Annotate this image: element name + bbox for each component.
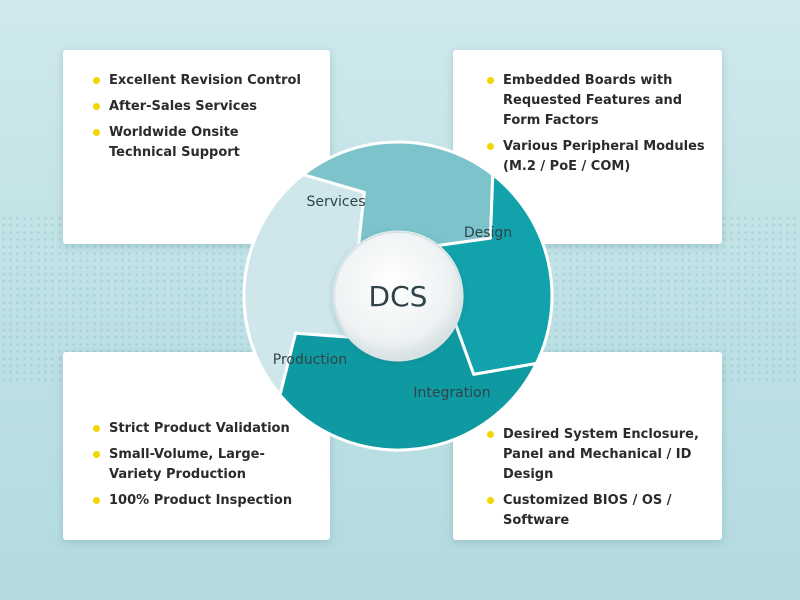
- bullet-dot-icon: [93, 425, 100, 432]
- segment-label-production: Production: [273, 352, 347, 368]
- list-item: Desired System Enclosure, Panel and Mech…: [487, 425, 708, 485]
- list-item: Embedded Boards with Requested Features …: [487, 71, 693, 131]
- list-item-text: After-Sales Services: [109, 99, 258, 114]
- segment-label-integration: Integration: [413, 385, 490, 401]
- production-card: Strict Product Validation Small-Volume, …: [63, 352, 330, 540]
- bullet-dot-icon: [93, 129, 100, 136]
- list-item-text: Strict Product Validation: [109, 421, 290, 436]
- list-item-text: Various Peripheral Modules (M.2 / PoE / …: [503, 139, 705, 174]
- list-item-text: Desired System Enclosure, Panel and Mech…: [503, 427, 699, 482]
- design-list: Embedded Boards with Requested Features …: [487, 71, 723, 183]
- production-list: Strict Product Validation Small-Volume, …: [93, 419, 299, 517]
- list-item: After-Sales Services: [93, 97, 301, 117]
- segment-label-services: Services: [306, 194, 365, 210]
- segment-label-design: Design: [464, 225, 512, 241]
- list-item-text: Worldwide Onsite Technical Support: [109, 125, 240, 160]
- bullet-dot-icon: [93, 103, 100, 110]
- center-label: DCS: [369, 280, 428, 313]
- bullet-dot-icon: [487, 77, 494, 84]
- list-item: Customized BIOS / OS / Software: [487, 491, 698, 531]
- bullet-dot-icon: [93, 497, 100, 504]
- list-item: Small-Volume, Large-Variety Production: [93, 445, 299, 485]
- list-item-text: Embedded Boards with Requested Features …: [503, 73, 683, 128]
- center-hub: [334, 232, 462, 360]
- bullet-dot-icon: [93, 451, 100, 458]
- list-item: Worldwide Onsite Technical Support: [93, 123, 259, 163]
- services-card: Excellent Revision Control After-Sales S…: [63, 50, 330, 244]
- bullet-dot-icon: [487, 497, 494, 504]
- integration-list: Desired System Enclosure, Panel and Mech…: [487, 425, 708, 537]
- list-item: Excellent Revision Control: [93, 71, 301, 91]
- list-item: 100% Product Inspection: [93, 491, 299, 511]
- services-list: Excellent Revision Control After-Sales S…: [93, 71, 301, 169]
- list-item-text: 100% Product Inspection: [109, 493, 293, 508]
- list-item-text: Customized BIOS / OS / Software: [503, 493, 672, 528]
- bullet-dot-icon: [487, 143, 494, 150]
- list-item-text: Small-Volume, Large-Variety Production: [109, 447, 265, 482]
- list-item-text: Excellent Revision Control: [109, 73, 301, 88]
- list-item: Various Peripheral Modules (M.2 / PoE / …: [487, 137, 723, 177]
- bullet-dot-icon: [487, 431, 494, 438]
- center-hub-rim: [333, 231, 463, 361]
- bullet-dot-icon: [93, 77, 100, 84]
- list-item: Strict Product Validation: [93, 419, 299, 439]
